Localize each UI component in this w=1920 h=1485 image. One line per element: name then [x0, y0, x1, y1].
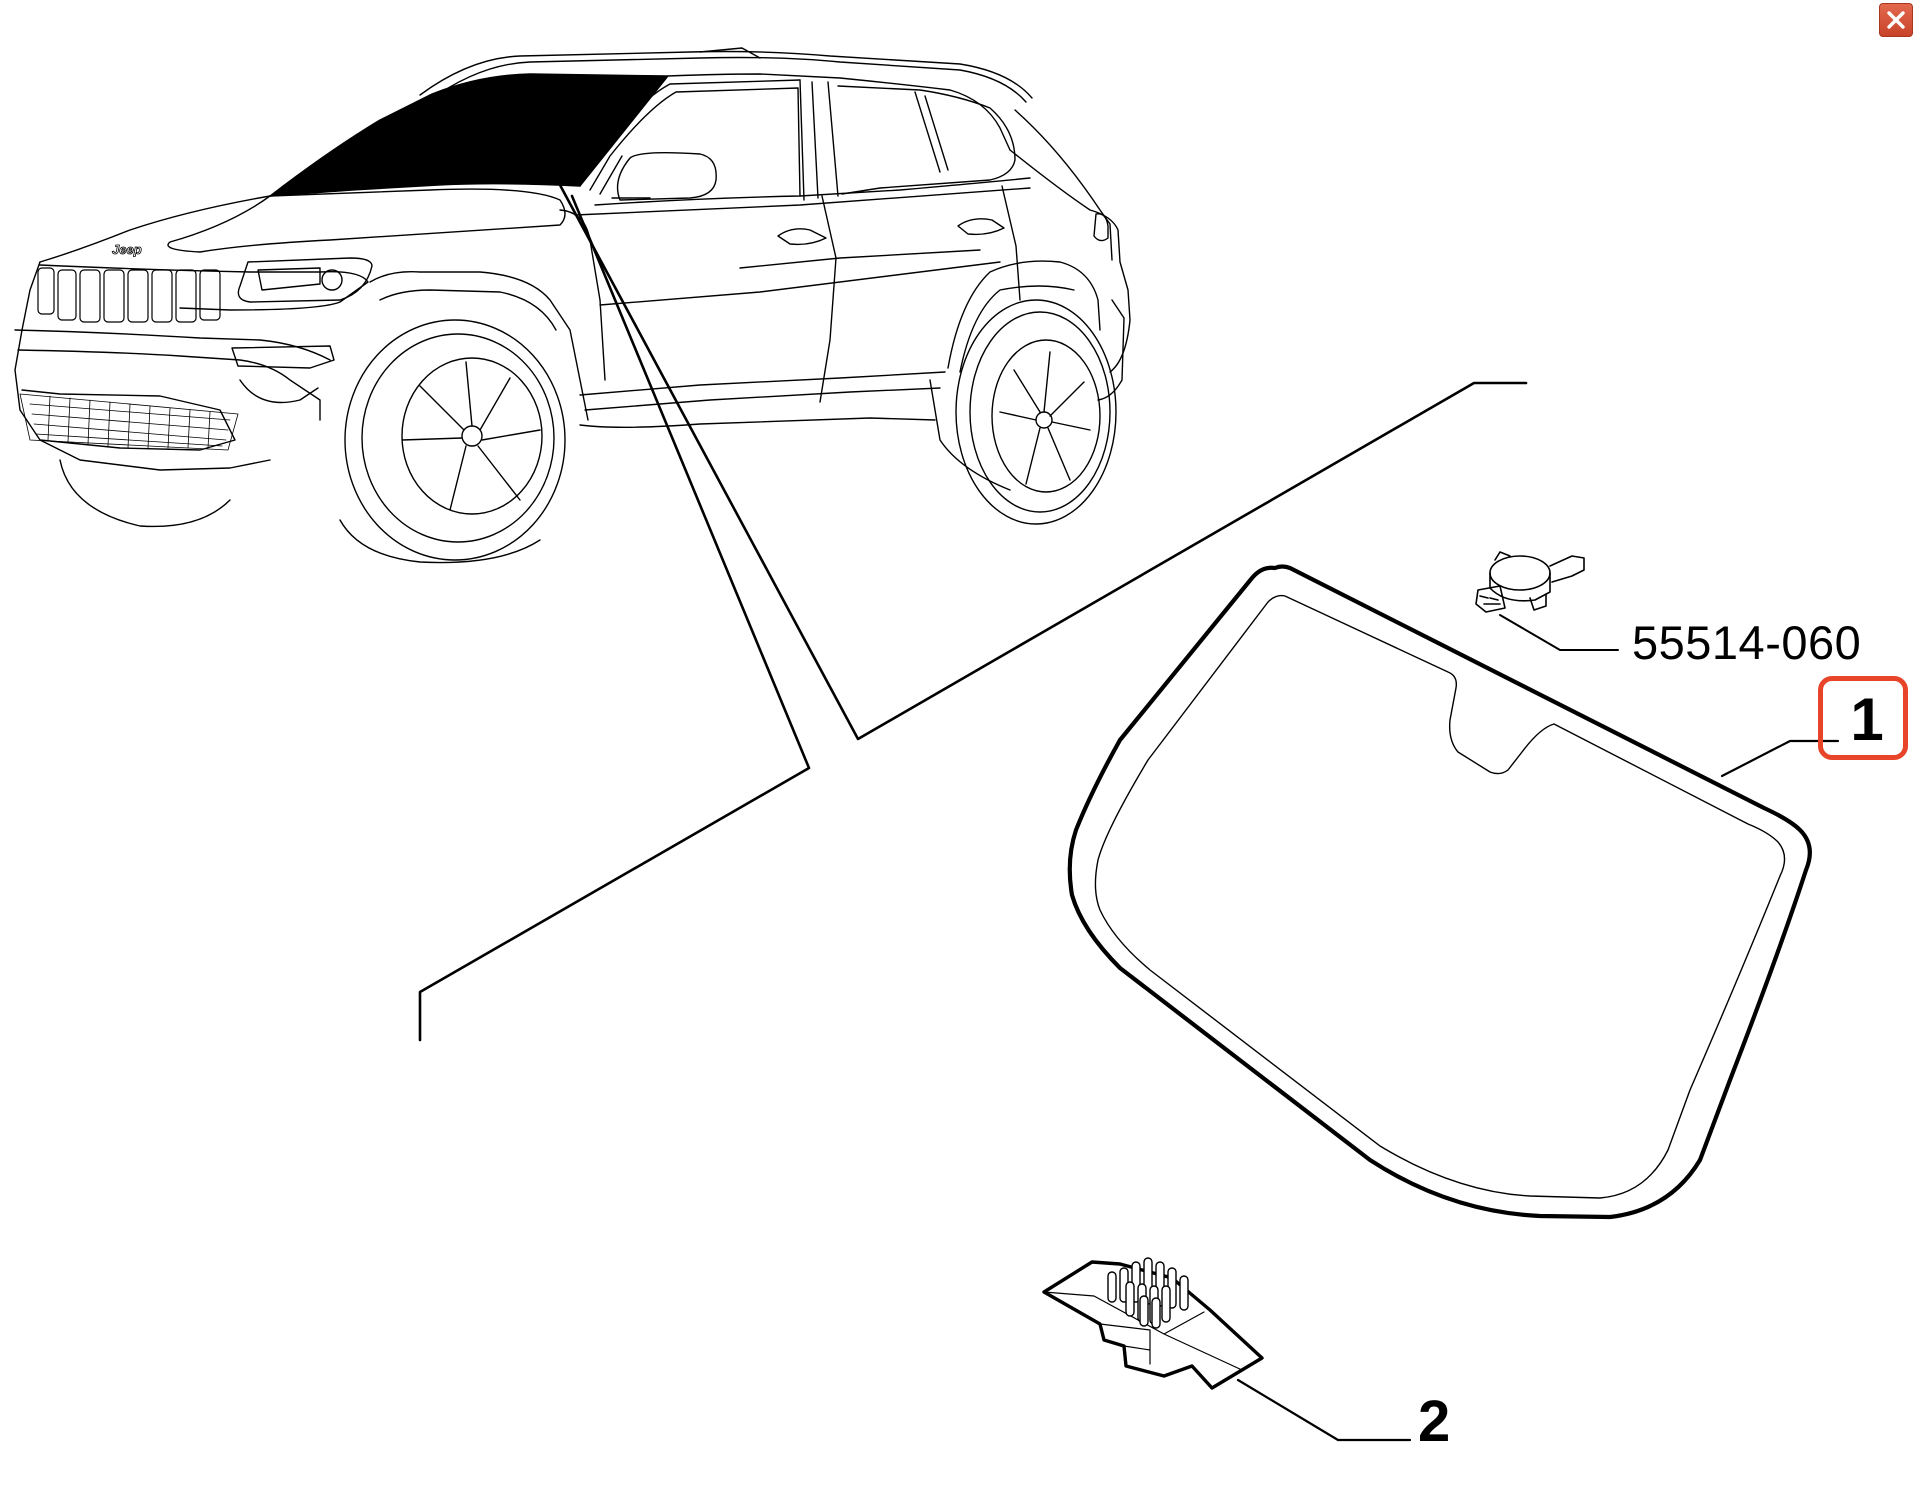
rain-sensor-part: [1475, 551, 1619, 651]
explosion-lines: [418, 183, 1528, 1042]
vehicle-badge: Jeep: [112, 242, 142, 257]
windshield-part: [1067, 564, 1812, 1220]
callout-1-highlight[interactable]: 1: [1818, 676, 1908, 760]
windshield-inner-edge: [1094, 594, 1786, 1199]
highlighted-windshield: [269, 73, 669, 197]
close-x-icon: [1887, 11, 1905, 29]
explosion-line-upper: [558, 183, 1528, 741]
callout-1-number: 1: [1850, 686, 1884, 753]
callout-2-number[interactable]: 2: [1418, 1389, 1451, 1454]
windshield-outer-edge: [1067, 564, 1812, 1220]
part-number-label[interactable]: 55514-060: [1632, 616, 1862, 669]
grille: [37, 267, 221, 323]
explosion-line-lower: [418, 194, 811, 1042]
connector-clip-part: [1042, 1257, 1412, 1442]
lower-grille-mesh: [19, 393, 239, 451]
vehicle-illustration: [14, 47, 1131, 564]
close-button[interactable]: [1879, 3, 1913, 37]
